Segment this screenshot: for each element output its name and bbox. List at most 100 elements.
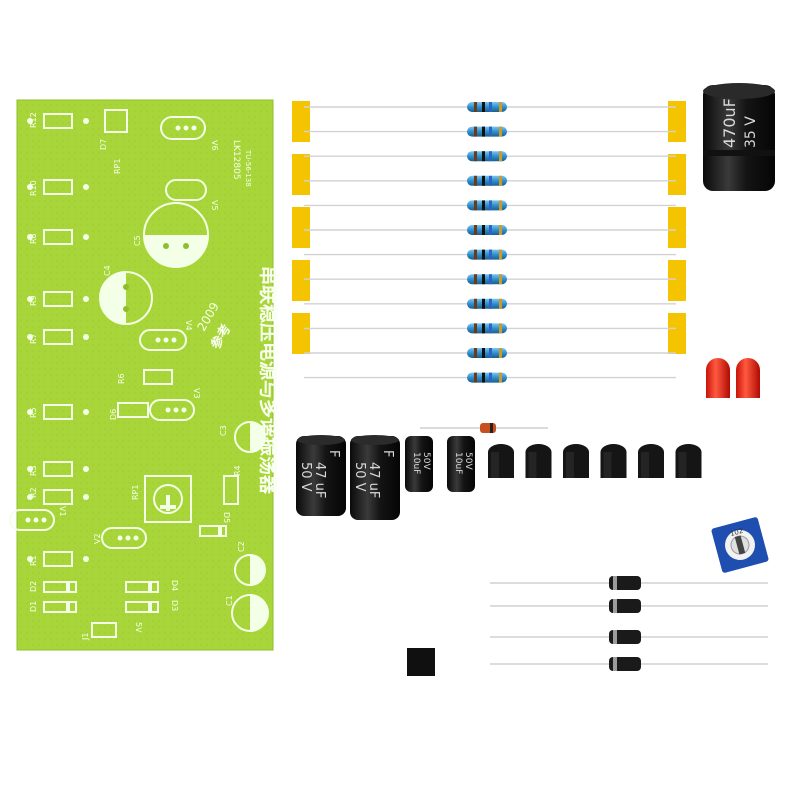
- pcb-label: V2: [93, 533, 102, 544]
- pcb-resistor-footprints: [43, 113, 239, 567]
- resistor: [304, 323, 676, 334]
- pcb-label: R1: [29, 555, 38, 566]
- resistor: [304, 274, 676, 285]
- pcb-label: RP1: [113, 159, 122, 174]
- tape-strip: [292, 207, 310, 248]
- pcb-model: LK12805: [231, 140, 241, 180]
- pcb-label: C4: [103, 265, 112, 276]
- capacitor-voltage: 50 V: [352, 462, 367, 492]
- pcb-label: D4: [170, 580, 179, 591]
- transistor: [525, 444, 552, 558]
- pcb-label: D3: [170, 600, 179, 611]
- rectifier-diode: [490, 599, 768, 613]
- pcb-label: R7: [29, 333, 38, 344]
- pcb-title: 串联稳压电源与多谐振荡器: [257, 266, 280, 495]
- pcb-label: C1: [225, 595, 234, 606]
- trimmer-potentiometer: 102: [711, 517, 769, 573]
- capacitor-47uf: F 47 uF 50 V: [296, 435, 346, 668]
- capacitor-voltage: 35 V: [743, 116, 759, 148]
- rectifier-diode: [490, 657, 768, 671]
- transistor: [488, 444, 514, 558]
- pcb-title-block: 串联稳压电源与多谐振荡器 2009 参考 LK12805 TU-56-138: [194, 140, 280, 495]
- pcb-label: D7: [99, 139, 108, 150]
- tape-strip: [668, 260, 686, 301]
- resistor: [304, 151, 676, 162]
- transistor: [638, 444, 664, 558]
- pcb-label: D1: [29, 601, 38, 612]
- pcb-label: R5: [29, 407, 38, 418]
- red-led: [706, 358, 730, 398]
- capacitor-voltage: 50V: [463, 452, 473, 470]
- pcb-label: V5: [210, 200, 219, 211]
- pcb-label: R10: [29, 180, 38, 196]
- resistor: [304, 298, 676, 309]
- transistor: [600, 444, 627, 558]
- resistor: [304, 225, 676, 235]
- capacitor-mark: F: [326, 450, 341, 457]
- resistor: [304, 102, 676, 112]
- tape-strip: [292, 260, 310, 301]
- transistor: [563, 444, 589, 558]
- pcb-label: R9: [29, 295, 38, 306]
- pcb-board: R12 D7 RP1 V6 R10 V5 R8 C5 C4 R9 V4 R7 R…: [9, 99, 280, 651]
- capacitor-10uf: 50V 10uF: [447, 436, 475, 612]
- resistor-row: [304, 102, 676, 383]
- tape-strip: [292, 154, 310, 195]
- pcb-label: V1: [58, 506, 67, 517]
- tape-strip: [668, 154, 686, 195]
- pin-header: [393, 638, 458, 676]
- resistor: [304, 200, 676, 211]
- pcb-label: D2: [29, 581, 38, 592]
- pcb-label: R8: [29, 233, 38, 244]
- rectifier-diode: [490, 630, 768, 644]
- pcb-label: C3: [219, 425, 228, 436]
- pcb-label: 5V: [134, 622, 143, 633]
- pcb-label: R3: [29, 465, 38, 476]
- tape-strip: [668, 313, 686, 354]
- led-pair: [706, 358, 760, 495]
- pcb-label: R12: [29, 112, 38, 128]
- pcb-label: R6: [117, 373, 126, 384]
- capacitor-value: 470uF: [720, 98, 739, 148]
- capacitor-voltage: 50 V: [298, 462, 313, 492]
- pcb-transistor-footprints: [9, 109, 207, 638]
- pcb-label: C5: [133, 235, 142, 246]
- trimmer-value: 102: [729, 527, 744, 538]
- capacitor-mark: F: [380, 450, 395, 457]
- small-signal-diode: [420, 423, 548, 433]
- pcb-label: V3: [192, 388, 201, 399]
- pcb-label: RP1: [131, 485, 140, 500]
- capacitor-10uf: 50V 10uF: [405, 436, 433, 640]
- transistor-row: [488, 444, 702, 558]
- pcb-code: TU-56-138: [244, 149, 252, 187]
- red-led: [736, 358, 760, 398]
- resistor: [304, 348, 676, 358]
- capacitor-value: 10uF: [453, 452, 463, 474]
- resistor: [304, 126, 676, 137]
- resistor-tape: [292, 101, 686, 354]
- pcb-label: J1: [81, 633, 90, 641]
- pcb-label: D5: [222, 512, 231, 523]
- capacitor-value: 47 uF: [366, 462, 381, 498]
- pcb-label: R2: [29, 487, 38, 498]
- capacitor-value: 10uF: [411, 452, 421, 474]
- pcb-label: C2: [237, 541, 246, 552]
- pcb-label: R4: [233, 465, 242, 476]
- transistor: [675, 444, 702, 558]
- resistor: [304, 249, 676, 260]
- pcb-label: V6: [210, 140, 219, 151]
- capacitor-470uf: 470uF 35 V: [703, 83, 775, 345]
- pcb-label: D6: [109, 409, 118, 420]
- pcb-silkscreen-labels: R12 D7 RP1 V6 R10 V5 R8 C5 C4 R9 V4 R7 R…: [29, 112, 246, 641]
- rectifier-diode: [490, 576, 768, 590]
- pcb-diode-footprints: [43, 402, 227, 613]
- capacitor-voltage: 50V: [421, 452, 431, 470]
- capacitor-value: 47 uF: [312, 462, 327, 498]
- tape-strip: [292, 313, 310, 354]
- resistor: [304, 372, 676, 383]
- pcb-label: V4: [184, 320, 193, 331]
- capacitor-47uf: F 47 uF 50 V: [350, 435, 400, 668]
- diode-row: [490, 576, 768, 671]
- resistor: [304, 175, 676, 186]
